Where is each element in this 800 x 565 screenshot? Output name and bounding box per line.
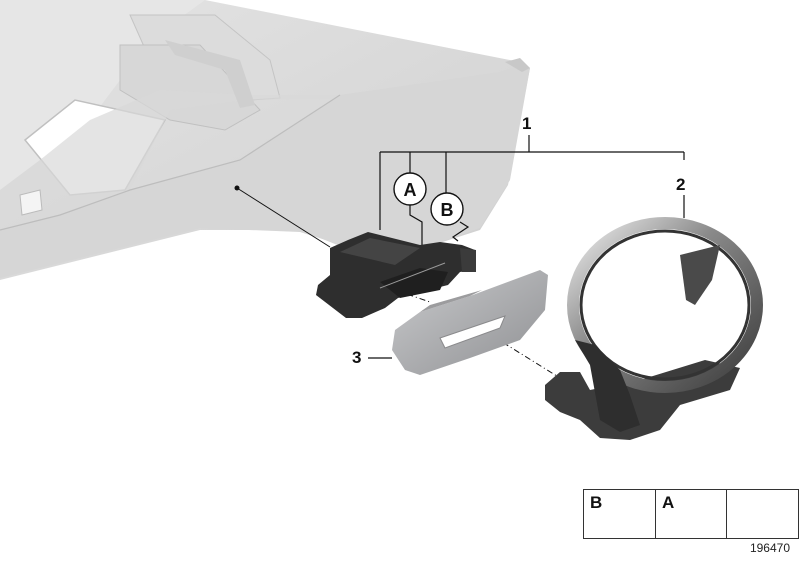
svg-text:A: A [404,180,417,200]
legend-cell-b: B [584,490,656,538]
callout-3: 3 [352,348,362,367]
mounting-bracket [316,232,476,318]
callout-circle-a: A [393,172,427,206]
legend-letter-a: A [662,493,675,512]
cup-holder [545,217,763,440]
callout-2: 2 [676,175,686,194]
legend-cell-a: A [656,490,727,538]
trim-cover [392,270,548,375]
center-console [0,0,530,280]
legend-letter-b: B [590,493,603,512]
callout-1: 1 [522,114,532,133]
callout-circle-b: B [430,192,464,226]
diagram-id: 196470 [749,541,790,555]
legend-cell-arrow [727,490,798,538]
svg-text:B: B [441,200,454,220]
fastener-legend: B A [583,489,799,539]
